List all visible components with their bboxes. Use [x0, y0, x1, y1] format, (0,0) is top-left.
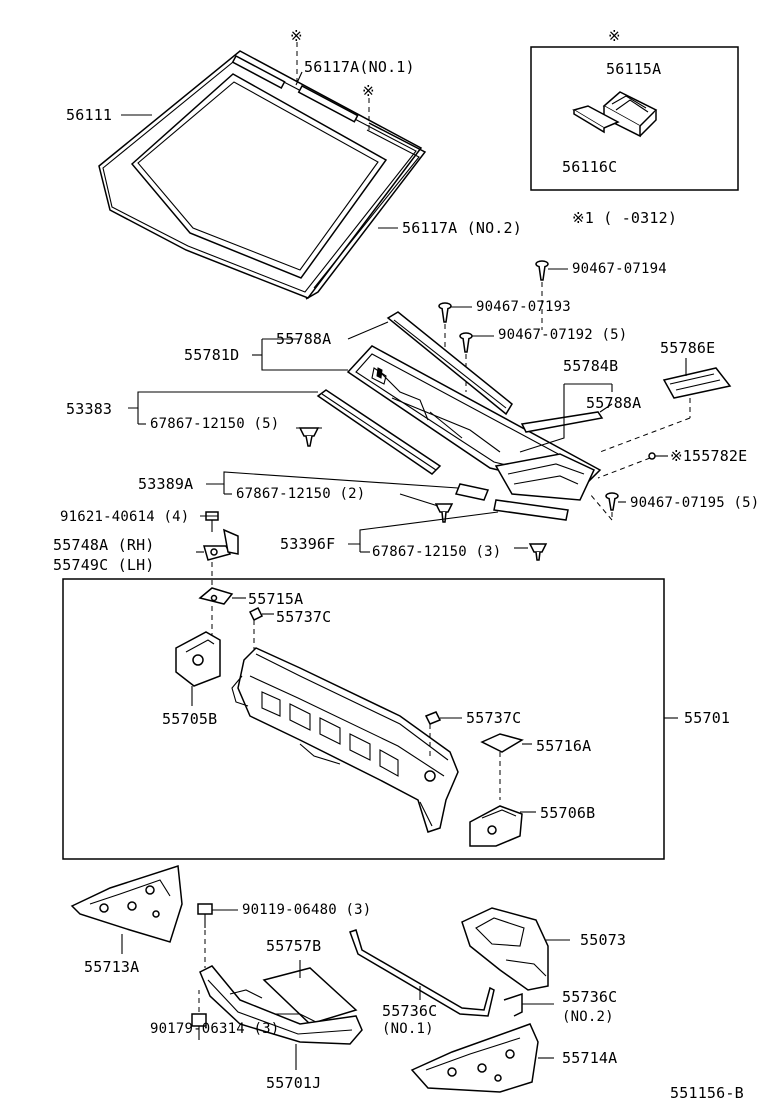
bolt-90119-06480 [197, 903, 238, 968]
windshield-molding-no2 [305, 122, 427, 300]
label-55737c-mid: 55737C [466, 709, 522, 727]
bolt-91621-40614 [200, 511, 219, 532]
label-55713a: 55713A [84, 958, 140, 976]
label-55784b: 55784B [563, 357, 619, 375]
bracket-55073 [461, 907, 570, 991]
label-55736c-no2: 55736C [562, 988, 618, 1006]
clip-55782e [597, 452, 668, 479]
label-55701j: 55701J [266, 1074, 322, 1092]
cowl-panel-55701 [231, 647, 459, 833]
clip-55736c-no2 [503, 992, 554, 1017]
label-67867-12150-2: 67867-12150 (2) [236, 486, 366, 502]
bracket-55706b [469, 805, 536, 847]
clip-90467-07195 [589, 492, 626, 521]
label-55736c-no1-sub: (NO.1) [382, 1021, 434, 1037]
label-56117a-no1: 56117A(NO.1) [304, 58, 415, 76]
label-90467-07195: 90467-07195 (5) [630, 495, 760, 511]
seal-53396f [493, 499, 569, 521]
windshield-molding-no1 [231, 54, 359, 123]
pad-55757b [262, 960, 358, 1025]
label-90467-07193: 90467-07193 [476, 299, 571, 315]
hinge-bracket-55748a [196, 528, 239, 590]
clip-inset-box [530, 46, 739, 191]
rod-55736c-no1 [349, 929, 495, 1017]
label-55748a: 55748A (RH) [53, 536, 155, 554]
label-55715a: 55715A [248, 590, 304, 608]
label-53389a: 53389A [138, 475, 194, 493]
label-90467-07192: 90467-07192 (5) [498, 327, 628, 343]
clip-90467-07193 [438, 302, 472, 360]
side-panel-55713a [70, 865, 183, 954]
clip-55737c-mid [424, 711, 462, 760]
cowl-seal-55788a-top [386, 311, 513, 416]
screen-55786e [599, 367, 732, 453]
clip-90467-07194 [535, 260, 568, 330]
clip-90467-07192 [459, 332, 494, 392]
label-55782e: ※155782E [670, 447, 748, 465]
label-55781d: 55781D [184, 346, 240, 364]
diagram-id: 551156-B [670, 1084, 744, 1102]
label-56115a: 56115A [606, 60, 662, 78]
label-67867-12150-5: 67867-12150 (5) [150, 416, 280, 432]
clip-55737c-top [248, 606, 274, 652]
label-55757b: 55757B [266, 937, 322, 955]
label-55786e: 55786E [660, 339, 716, 357]
side-panel-55714a [410, 1023, 554, 1093]
label-90119-06480: 90119-06480 (3) [242, 902, 372, 918]
label-55749c: 55749C (LH) [53, 556, 155, 574]
label-55714a: 55714A [562, 1049, 618, 1067]
cowl-panel-assembly-box [62, 578, 665, 860]
lower-cowl-55701j [199, 965, 363, 1070]
cowl-seal-55788a-right [520, 411, 604, 433]
label-55073: 55073 [580, 931, 627, 949]
date-note: ※1 ( -0312) [572, 209, 678, 227]
label-91621-40614: 91621-40614 (4) [60, 509, 190, 525]
label-56111: 56111 [66, 106, 113, 124]
seal-53389a [454, 483, 490, 501]
label-55705b: 55705B [162, 710, 218, 728]
mark-top-mid: ※ [362, 82, 375, 100]
grommet-67867-12150-5 [296, 427, 322, 447]
label-55736c-no2-sub: (NO.2) [562, 1009, 614, 1025]
clip-56115a [602, 91, 658, 138]
label-55716a: 55716A [536, 737, 592, 755]
label-55706b: 55706B [540, 804, 596, 822]
bracket-55705b [175, 631, 221, 706]
label-90179-06314: 90179-06314 (3) [150, 1021, 280, 1037]
label-56117a-no2: 56117A (NO.2) [402, 219, 522, 237]
label-90467-07194: 90467-07194 [572, 261, 667, 277]
label-55737c-top: 55737C [276, 608, 332, 626]
mark-top-left: ※ [290, 27, 303, 45]
label-53396f: 53396F [280, 535, 336, 553]
nut-90179-06314 [191, 990, 207, 1040]
label-56116c: 56116C [562, 158, 618, 176]
label-55736c-no1: 55736C [382, 1002, 438, 1020]
label-53383: 53383 [66, 400, 113, 418]
label-67867-12150-3: 67867-12150 (3) [372, 544, 502, 560]
louver-55784b [494, 453, 595, 501]
label-55788a-top: 55788A [276, 330, 332, 348]
label-55701: 55701 [684, 709, 731, 727]
mark-box: ※ [608, 27, 621, 45]
tape-56116c [572, 105, 620, 134]
label-55788a-right: 55788A [586, 394, 642, 412]
grommet-67867-12150-3 [514, 543, 548, 561]
bracket-55716a [480, 733, 532, 800]
hood-to-cowl-seal-53383 [316, 389, 442, 475]
bracket-55715a [198, 587, 246, 640]
